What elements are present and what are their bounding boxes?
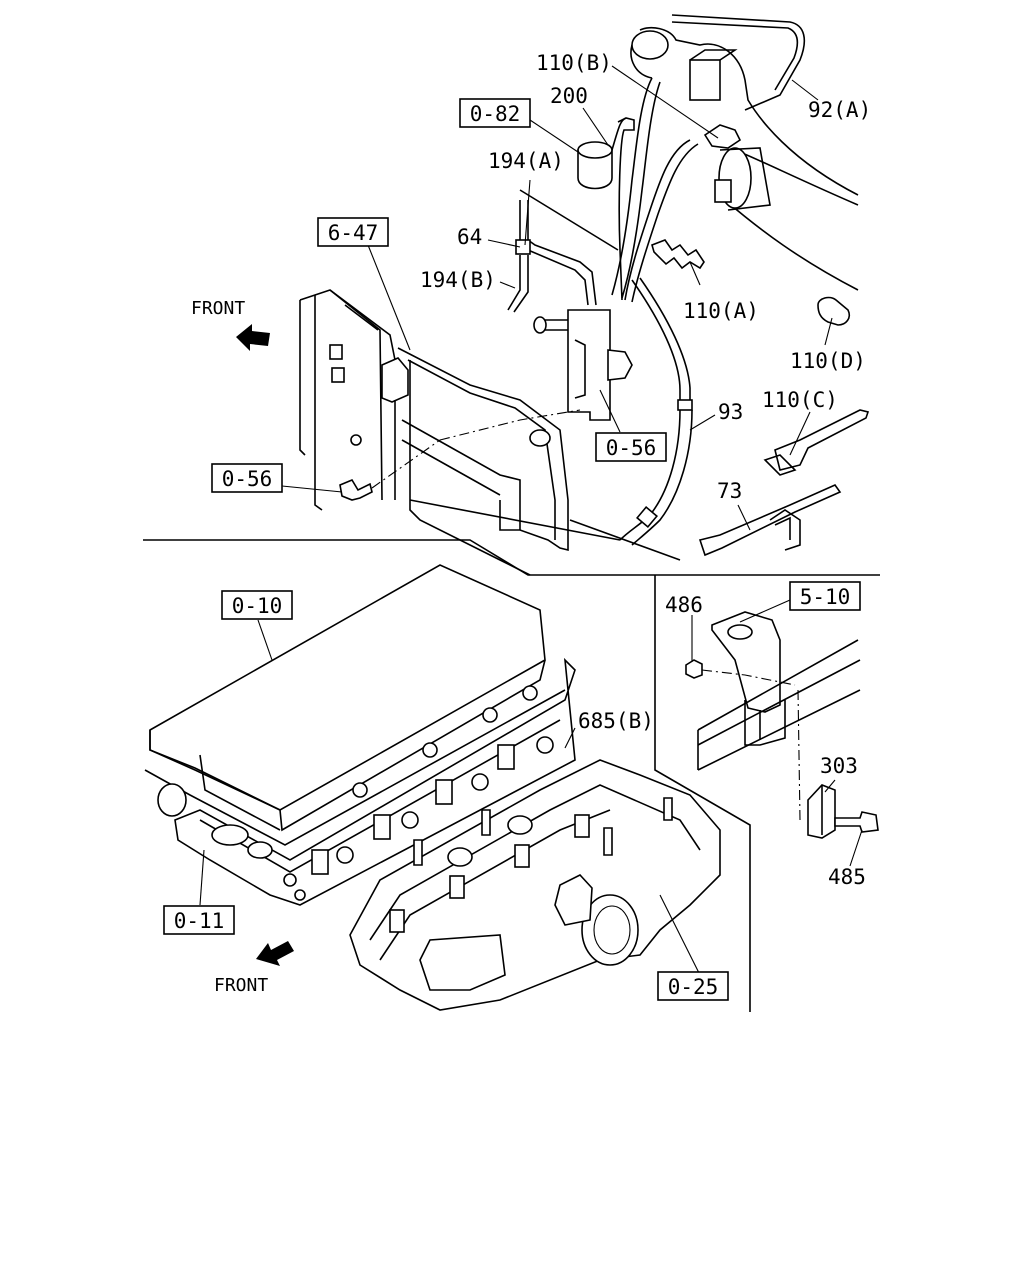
part-label-110a: 110(A): [683, 299, 759, 323]
engine-head-drawing: [144, 564, 721, 1011]
leader-lines: [199, 65, 863, 976]
reference-box-0-10: 0-10: [221, 590, 293, 620]
svg-text:0-56: 0-56: [606, 436, 657, 460]
part-label-486: 486: [665, 593, 703, 617]
svg-text:0-82: 0-82: [470, 102, 521, 126]
front-label-top: FRONT: [191, 298, 245, 319]
part-label-200: 200: [550, 84, 588, 108]
part-label-110c: 110(C): [762, 388, 838, 412]
reference-box-0-56-left: 0-56: [211, 463, 283, 493]
svg-text:0-25: 0-25: [668, 975, 719, 999]
part-label-194a: 194(A): [488, 149, 564, 173]
part-label-110b: 110(B): [536, 51, 612, 75]
part-label-303: 303: [820, 754, 858, 778]
part-label-110d: 110(D): [790, 349, 866, 373]
part-label-93: 93: [718, 400, 743, 424]
reference-box-5-10: 5-10: [789, 581, 861, 611]
reference-box-0-56-right: 0-56: [595, 432, 667, 462]
divider-line-vertical: [654, 575, 751, 1012]
svg-text:0-10: 0-10: [232, 594, 283, 618]
reference-box-0-25: 0-25: [657, 971, 729, 1001]
svg-text:6-47: 6-47: [328, 221, 379, 245]
part-label-685b: 685(B): [578, 709, 654, 733]
reference-box-0-82: 0-82: [459, 98, 531, 128]
front-arrow-icon: [256, 941, 294, 966]
front-arrow-icon: [236, 324, 270, 351]
upper-assembly-drawing: [299, 14, 870, 576]
part-label-64: 64: [457, 225, 482, 249]
part-label-485: 485: [828, 865, 866, 889]
part-label-194b: 194(B): [420, 268, 496, 292]
reference-box-0-11: 0-11: [163, 905, 235, 935]
frame-bracket-drawing: [685, 611, 879, 839]
svg-text:0-56: 0-56: [222, 467, 273, 491]
part-label-92a: 92(A): [808, 98, 871, 122]
part-label-73: 73: [717, 479, 742, 503]
reference-box-6-47: 6-47: [317, 217, 389, 247]
svg-text:0-11: 0-11: [174, 909, 225, 933]
front-label-bottom: FRONT: [214, 975, 268, 996]
svg-text:5-10: 5-10: [800, 585, 851, 609]
divider-line: [143, 539, 880, 576]
